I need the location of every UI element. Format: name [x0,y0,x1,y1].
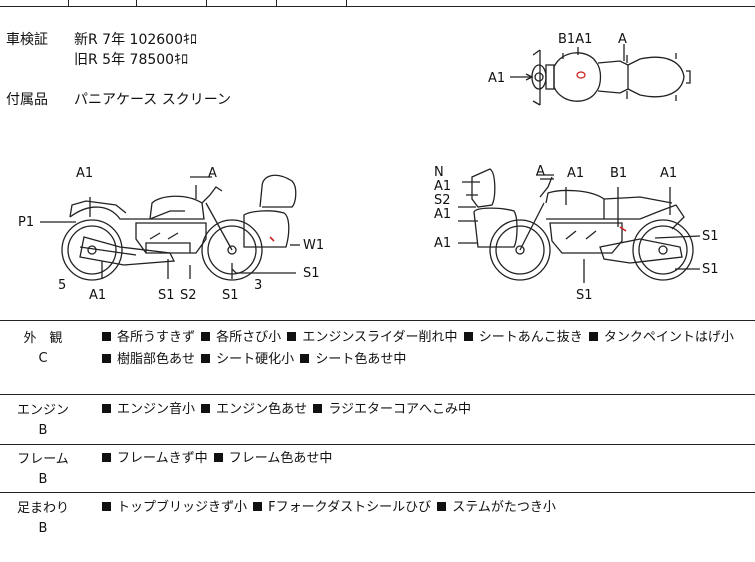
label-right-s2: S2 [434,193,451,208]
label-right-s1-bottom-right: S1 [702,262,719,277]
label-right-a1-top: A1 [434,179,451,194]
bullet-icon [313,404,323,413]
condition-item: エンジン音小 [117,402,196,417]
condition-items: フレームきず中 フレーム色あせ中 [100,448,753,470]
label-right-a1-mid: A1 [434,207,451,222]
condition-row-frame: フレーム B フレームきず中 フレーム色あせ中 [0,444,755,493]
vehicle-info-section: 車検証 新R 7年 102600ｷﾛ 旧R 5年 78500ｷﾛ 付属品 パニア… [0,7,755,320]
condition-category: 外 観 [23,331,63,346]
accessories-value: パニアケース スクリーン [74,92,232,108]
bullet-icon [102,354,111,363]
condition-item: Fフォークダストシールひび [268,500,432,515]
condition-row-exterior: 外 観 C 各所うすきず 各所さび小 エンジンスライダー削れ中 シートあんこ抜き… [0,320,755,395]
label-left-5: 5 [58,278,66,293]
condition-items: エンジン音小 エンジン色あせ ラジエターコアへこみ中 [100,399,753,421]
condition-row-suspension: 足まわり B トップブリッジきず小 Fフォークダストシールひび ステムがたつき小 [0,492,755,562]
bullet-icon [300,354,310,363]
label-right-s1-bottom: S1 [576,288,593,303]
bullet-icon [588,332,598,341]
bullet-icon [201,354,211,363]
registration-label: 車検証 [6,32,48,48]
bullet-icon [102,332,111,341]
condition-item: シートあんこ抜き [478,330,583,345]
condition-item: トップブリッジきず小 [117,500,248,515]
label-right-s1-top: S1 [702,229,719,244]
condition-line: 樹脂部色あせ シート硬化小 シート色あせ中 [100,349,753,371]
condition-line: トップブリッジきず小 Fフォークダストシールひび ステムがたつき小 [100,497,753,519]
bullet-icon [102,502,111,511]
bullet-icon [463,332,473,341]
label-right-a1-tank: A1 [567,166,584,181]
label-left-s1-right: S1 [303,266,320,281]
condition-row-engine: エンジン B エンジン音小 エンジン色あせ ラジエターコアへこみ中 [0,394,755,445]
label-top-a: A [618,32,627,47]
condition-item: ステムがたつき小 [452,500,556,515]
bullet-icon [102,404,111,413]
bullet-icon [287,332,297,341]
label-left-w1: W1 [303,238,324,253]
label-right-a1-low: A1 [434,236,451,251]
condition-grade: B [38,472,48,487]
condition-item: フレームきず中 [117,451,208,466]
condition-category: エンジン [16,403,69,418]
condition-grade: B [38,521,48,536]
bike-left-side [40,174,300,281]
condition-item: ラジエターコアへこみ中 [328,402,472,417]
label-left-a1-bottom: A1 [89,288,106,303]
label-left-a-top: A [208,166,217,181]
condition-category: 足まわり [16,501,69,516]
condition-grade: C [38,351,48,366]
condition-item: タンクペイントはげ小 [603,330,734,345]
damage-diagram: B1A1 A A1 A1 A P1 W1 S1 5 A1 S1 S2 S1 3 … [18,32,719,303]
label-left-a1-top: A1 [76,166,93,181]
condition-items: トップブリッジきず小 Fフォークダストシールひび ステムがたつき小 [100,497,753,519]
bike-top-view [510,44,691,106]
condition-item: 各所うすきず [117,330,196,345]
condition-line: エンジン音小 エンジン色あせ ラジエターコアへこみ中 [100,399,753,421]
condition-line: 各所うすきず 各所さび小 エンジンスライダー削れ中 シートあんこ抜き タンクペイ… [100,327,753,349]
bike-right-side [458,168,701,283]
label-top-a1: A1 [488,71,505,86]
label-right-a-top: A [536,164,545,179]
registration-new: 新R 7年 102600ｷﾛ [74,32,197,48]
label-left-s1-mid: S1 [158,288,175,303]
label-right-a1-right: A1 [660,166,677,181]
label-left-3: 3 [254,278,262,293]
condition-item: シート色あせ中 [315,352,407,367]
label-left-p1: P1 [18,215,34,230]
registration-old: 旧R 5年 78500ｷﾛ [74,52,189,68]
condition-item: シート硬化小 [216,352,295,367]
condition-line: フレームきず中 フレーム色あせ中 [100,448,753,470]
label-top-b1a1: B1A1 [558,32,592,47]
label-left-s2: S2 [180,288,197,303]
condition-grade: B [38,423,48,438]
condition-item: フレーム色あせ中 [228,451,333,466]
bullet-icon [213,453,223,462]
label-right-b1: B1 [610,166,627,181]
condition-item: 各所さび小 [216,330,282,345]
condition-item: エンジンスライダー削れ中 [302,330,458,345]
label-right-n: N [434,165,444,180]
bullet-icon [253,502,263,511]
bullet-icon [437,502,447,511]
top-table-strip [0,0,755,7]
condition-item: 樹脂部色あせ [117,352,196,367]
label-left-s1-bottom: S1 [222,288,239,303]
bullet-icon [201,332,211,341]
bullet-icon [201,404,211,413]
condition-items: 各所うすきず 各所さび小 エンジンスライダー削れ中 シートあんこ抜き タンクペイ… [100,327,753,371]
condition-category: フレーム [17,452,69,467]
accessories-label: 付属品 [6,92,48,108]
bullet-icon [102,453,111,462]
condition-item: エンジン色あせ [216,402,308,417]
